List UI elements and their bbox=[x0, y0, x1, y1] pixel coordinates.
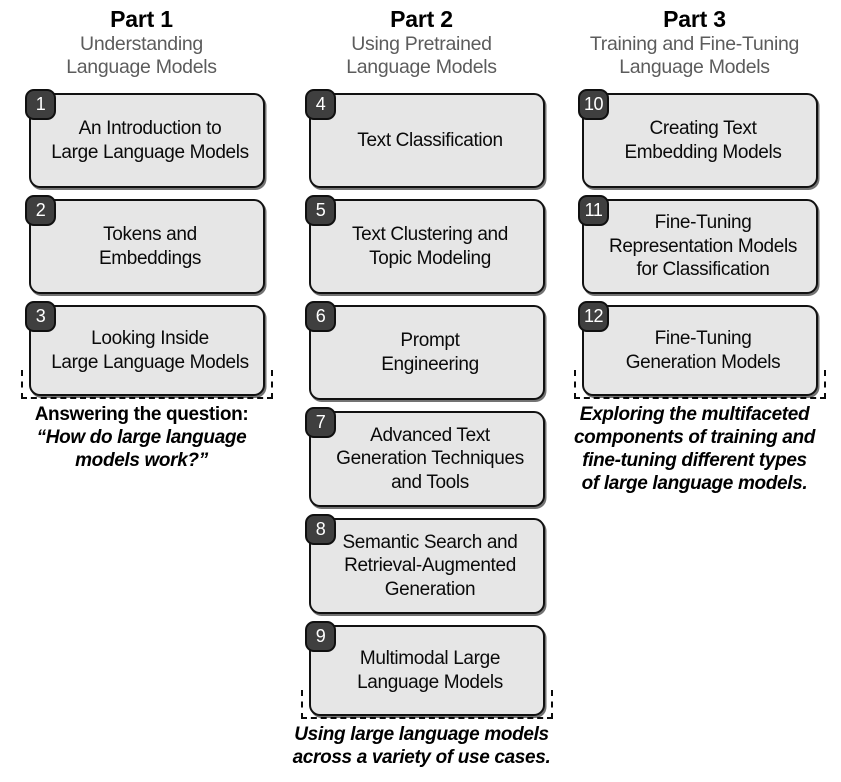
part-1-header: Part 1 Understanding Language Models bbox=[10, 0, 273, 79]
part-2-caption: Using large language models across a var… bbox=[290, 723, 553, 769]
chapter-title: Prompt Engineering bbox=[381, 330, 479, 375]
chapter-title: Tokens and Embeddings bbox=[98, 224, 202, 269]
chapter-card-3[interactable]: 3 Looking Inside Large Language Models bbox=[25, 301, 265, 396]
part-3-chapter-stack: 10 Creating Text Embedding Models 11 Fin… bbox=[578, 89, 818, 407]
chapter-number-badge: 11 bbox=[578, 195, 609, 226]
part-3-subtitle: Training and Fine-Tuning Language Models bbox=[589, 33, 800, 78]
part-1-caption-body: “How do large language models work?” bbox=[36, 427, 247, 471]
chapter-number-badge: 7 bbox=[305, 407, 336, 438]
chapter-card-11[interactable]: 11 Fine-Tuning Representation Models for… bbox=[578, 195, 818, 294]
chapter-card-8[interactable]: 8 Semantic Search and Retrieval-Augmente… bbox=[305, 514, 545, 614]
chapter-number-badge: 10 bbox=[578, 89, 609, 120]
part-column-3: Part 3 Training and Fine-Tuning Language… bbox=[563, 0, 826, 494]
chapter-card-6[interactable]: 6 Prompt Engineering bbox=[305, 301, 545, 400]
part-2-title: Part 2 bbox=[390, 6, 453, 32]
chapter-number-badge: 8 bbox=[305, 514, 336, 545]
part-3-caption: Exploring the multifaceted components of… bbox=[563, 403, 826, 495]
chapter-number-badge: 5 bbox=[305, 195, 336, 226]
part-2-chapter-stack: 4 Text Classification 5 Text Clustering … bbox=[305, 89, 545, 727]
chapter-card-9[interactable]: 9 Multimodal Large Language Models bbox=[305, 621, 545, 716]
chapter-number-badge: 2 bbox=[25, 195, 56, 226]
part-2-header: Part 2 Using Pretrained Language Models bbox=[290, 0, 553, 79]
chapter-number-badge: 6 bbox=[305, 301, 336, 332]
chapter-number-badge: 3 bbox=[25, 301, 56, 332]
chapter-card-7[interactable]: 7 Advanced Text Generation Techniques an… bbox=[305, 407, 545, 507]
chapter-title: Fine-Tuning Representation Models for Cl… bbox=[608, 212, 798, 281]
part-column-1: Part 1 Understanding Language Models 1 A… bbox=[10, 0, 273, 471]
part-1-subtitle: Understanding Language Models bbox=[66, 33, 217, 78]
chapter-card-10[interactable]: 10 Creating Text Embedding Models bbox=[578, 89, 818, 188]
chapter-number-badge: 4 bbox=[305, 89, 336, 120]
chapter-title: Creating Text Embedding Models bbox=[624, 118, 782, 163]
part-3-title: Part 3 bbox=[663, 6, 726, 32]
chapter-card-2[interactable]: 2 Tokens and Embeddings bbox=[25, 195, 265, 294]
chapter-title: Text Classification bbox=[357, 129, 503, 151]
chapter-number-badge: 9 bbox=[305, 621, 336, 652]
chapter-card-4[interactable]: 4 Text Classification bbox=[305, 89, 545, 188]
part-column-2: Part 2 Using Pretrained Language Models … bbox=[290, 0, 553, 768]
part-3-dashed-group bbox=[574, 370, 826, 399]
part-3-caption-body: Exploring the multifaceted components of… bbox=[573, 404, 816, 494]
chapter-title: Semantic Search and Retrieval-Augmented … bbox=[342, 531, 518, 600]
part-1-caption: Answering the question: “How do large la… bbox=[10, 403, 273, 472]
part-1-title: Part 1 bbox=[110, 6, 173, 32]
part-2-subtitle: Using Pretrained Language Models bbox=[346, 33, 497, 78]
chapter-number-badge: 12 bbox=[578, 301, 609, 332]
chapter-number-badge: 1 bbox=[25, 89, 56, 120]
chapter-title: Looking Inside Large Language Models bbox=[51, 328, 249, 373]
chapter-title: Multimodal Large Language Models bbox=[357, 648, 503, 693]
part-3-header: Part 3 Training and Fine-Tuning Language… bbox=[563, 0, 826, 79]
chapter-title: Fine-Tuning Generation Models bbox=[625, 328, 781, 373]
part-1-chapter-stack: 1 An Introduction to Large Language Mode… bbox=[25, 89, 265, 407]
part-1-caption-heading: Answering the question: bbox=[34, 404, 249, 425]
chapter-card-12[interactable]: 12 Fine-Tuning Generation Models bbox=[578, 301, 818, 396]
part-2-dashed-group bbox=[301, 690, 553, 719]
chapter-title: An Introduction to Large Language Models bbox=[51, 118, 249, 163]
chapter-title: Text Clustering and Topic Modeling bbox=[352, 224, 508, 269]
part-1-dashed-group bbox=[21, 370, 273, 399]
chapter-card-5[interactable]: 5 Text Clustering and Topic Modeling bbox=[305, 195, 545, 294]
part-2-caption-body: Using large language models across a var… bbox=[292, 724, 551, 768]
chapter-title: Advanced Text Generation Techniques and … bbox=[336, 424, 524, 493]
chapter-card-1[interactable]: 1 An Introduction to Large Language Mode… bbox=[25, 89, 265, 188]
